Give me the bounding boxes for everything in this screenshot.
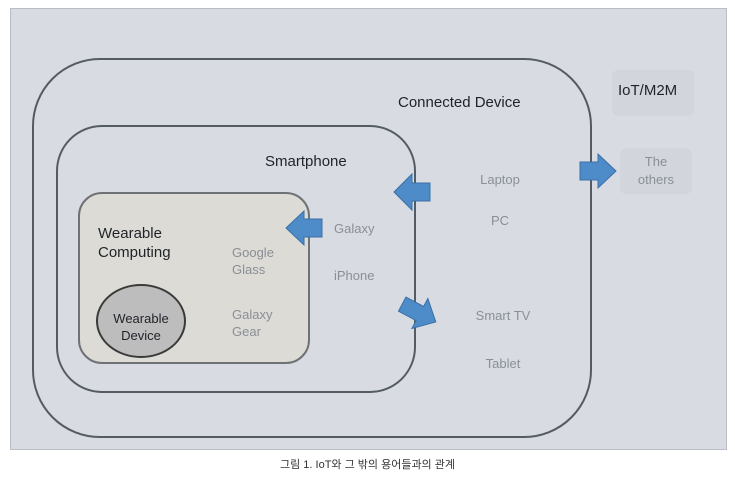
figure-caption: 그림 1. IoT와 그 밖의 용어들과의 관계 <box>280 459 455 471</box>
tablet-label: Tablet <box>485 356 521 371</box>
the-others-highlight <box>620 148 692 194</box>
galaxy-label: Galaxy <box>334 221 375 236</box>
wearable-computing-label-line2: Computing <box>98 244 171 261</box>
arrow-down-right-icon <box>397 296 437 330</box>
galaxy-gear-label-line2: Gear <box>232 324 261 339</box>
galaxy-gear-label-line1: Galaxy <box>232 307 273 322</box>
smart-tv-label: Smart TV <box>475 308 531 323</box>
smartphone-label: Smartphone <box>265 153 347 170</box>
pc-label: PC <box>490 213 510 228</box>
wearable-device-label-line1: Wearable <box>113 311 169 326</box>
wearable-device-label-line2: Device <box>121 328 161 343</box>
iot-m2m-highlight <box>612 70 694 116</box>
google-glass-label-line1: Google <box>232 245 274 260</box>
arrow-left-icon <box>285 209 323 247</box>
iphone-label: iPhone <box>334 268 375 283</box>
arrow-left-icon <box>393 172 431 212</box>
the-others-label-line2: others <box>637 172 675 187</box>
google-glass-label-line2: Glass <box>232 262 266 277</box>
wearable-device-circle <box>96 284 186 358</box>
arrow-right-icon <box>579 152 617 190</box>
laptop-label: Laptop <box>480 172 520 187</box>
wearable-computing-label-line1: Wearable <box>98 225 162 242</box>
the-others-label-line1: The <box>644 154 668 169</box>
connected-device-label: Connected Device <box>398 94 521 111</box>
iot-m2m-label: IoT/M2M <box>618 82 678 99</box>
